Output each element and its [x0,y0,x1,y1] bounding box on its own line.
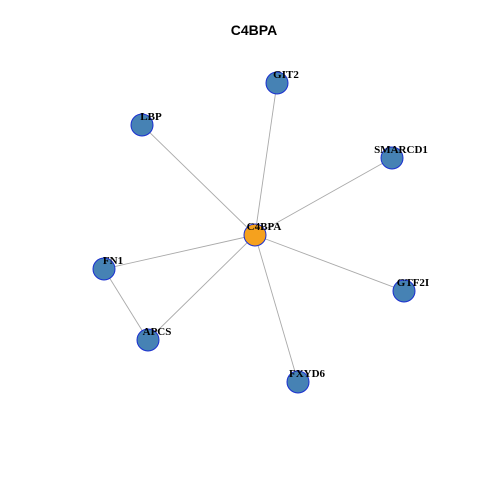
node-label: FXYD6 [289,368,326,380]
edge-c4bpa-fn1 [103,234,256,270]
node-fn1[interactable]: FN1 [92,255,123,281]
node-git2[interactable]: GIT2 [265,69,299,95]
node-label: LBP [140,111,162,123]
edge-c4bpa-gtf2i [254,234,405,292]
edge-c4bpa-git2 [254,82,278,236]
node-fxyd6[interactable]: FXYD6 [286,368,326,394]
edge-layer [103,82,405,383]
node-label: APCS [143,326,172,338]
node-apcs[interactable]: APCS [136,326,172,352]
node-c4bpa[interactable]: C4BPA [243,221,282,247]
edge-c4bpa-smarcd1 [254,157,393,236]
node-circle[interactable] [392,279,416,303]
edge-c4bpa-fxyd6 [254,234,299,383]
node-gtf2i[interactable]: GTF2I [392,277,429,303]
edge-c4bpa-lbp [141,124,256,236]
node-circle[interactable] [136,328,160,352]
node-circle[interactable] [286,370,310,394]
node-smarcd1[interactable]: SMARCD1 [374,144,428,170]
node-lbp[interactable]: LBP [130,111,162,137]
edge-c4bpa-apcs [147,234,256,341]
node-label: GIT2 [273,69,299,81]
node-circle[interactable] [380,146,404,170]
node-circle[interactable] [92,257,116,281]
diagram-title: C4BPA [231,22,277,38]
node-circle[interactable] [130,113,154,137]
node-circle[interactable] [265,71,289,95]
edge-fn1-apcs [103,268,149,341]
node-circle[interactable] [243,223,267,247]
node-label: SMARCD1 [374,144,428,156]
node-label: C4BPA [247,221,282,233]
node-label: FN1 [103,255,123,267]
node-label: GTF2I [397,277,429,289]
